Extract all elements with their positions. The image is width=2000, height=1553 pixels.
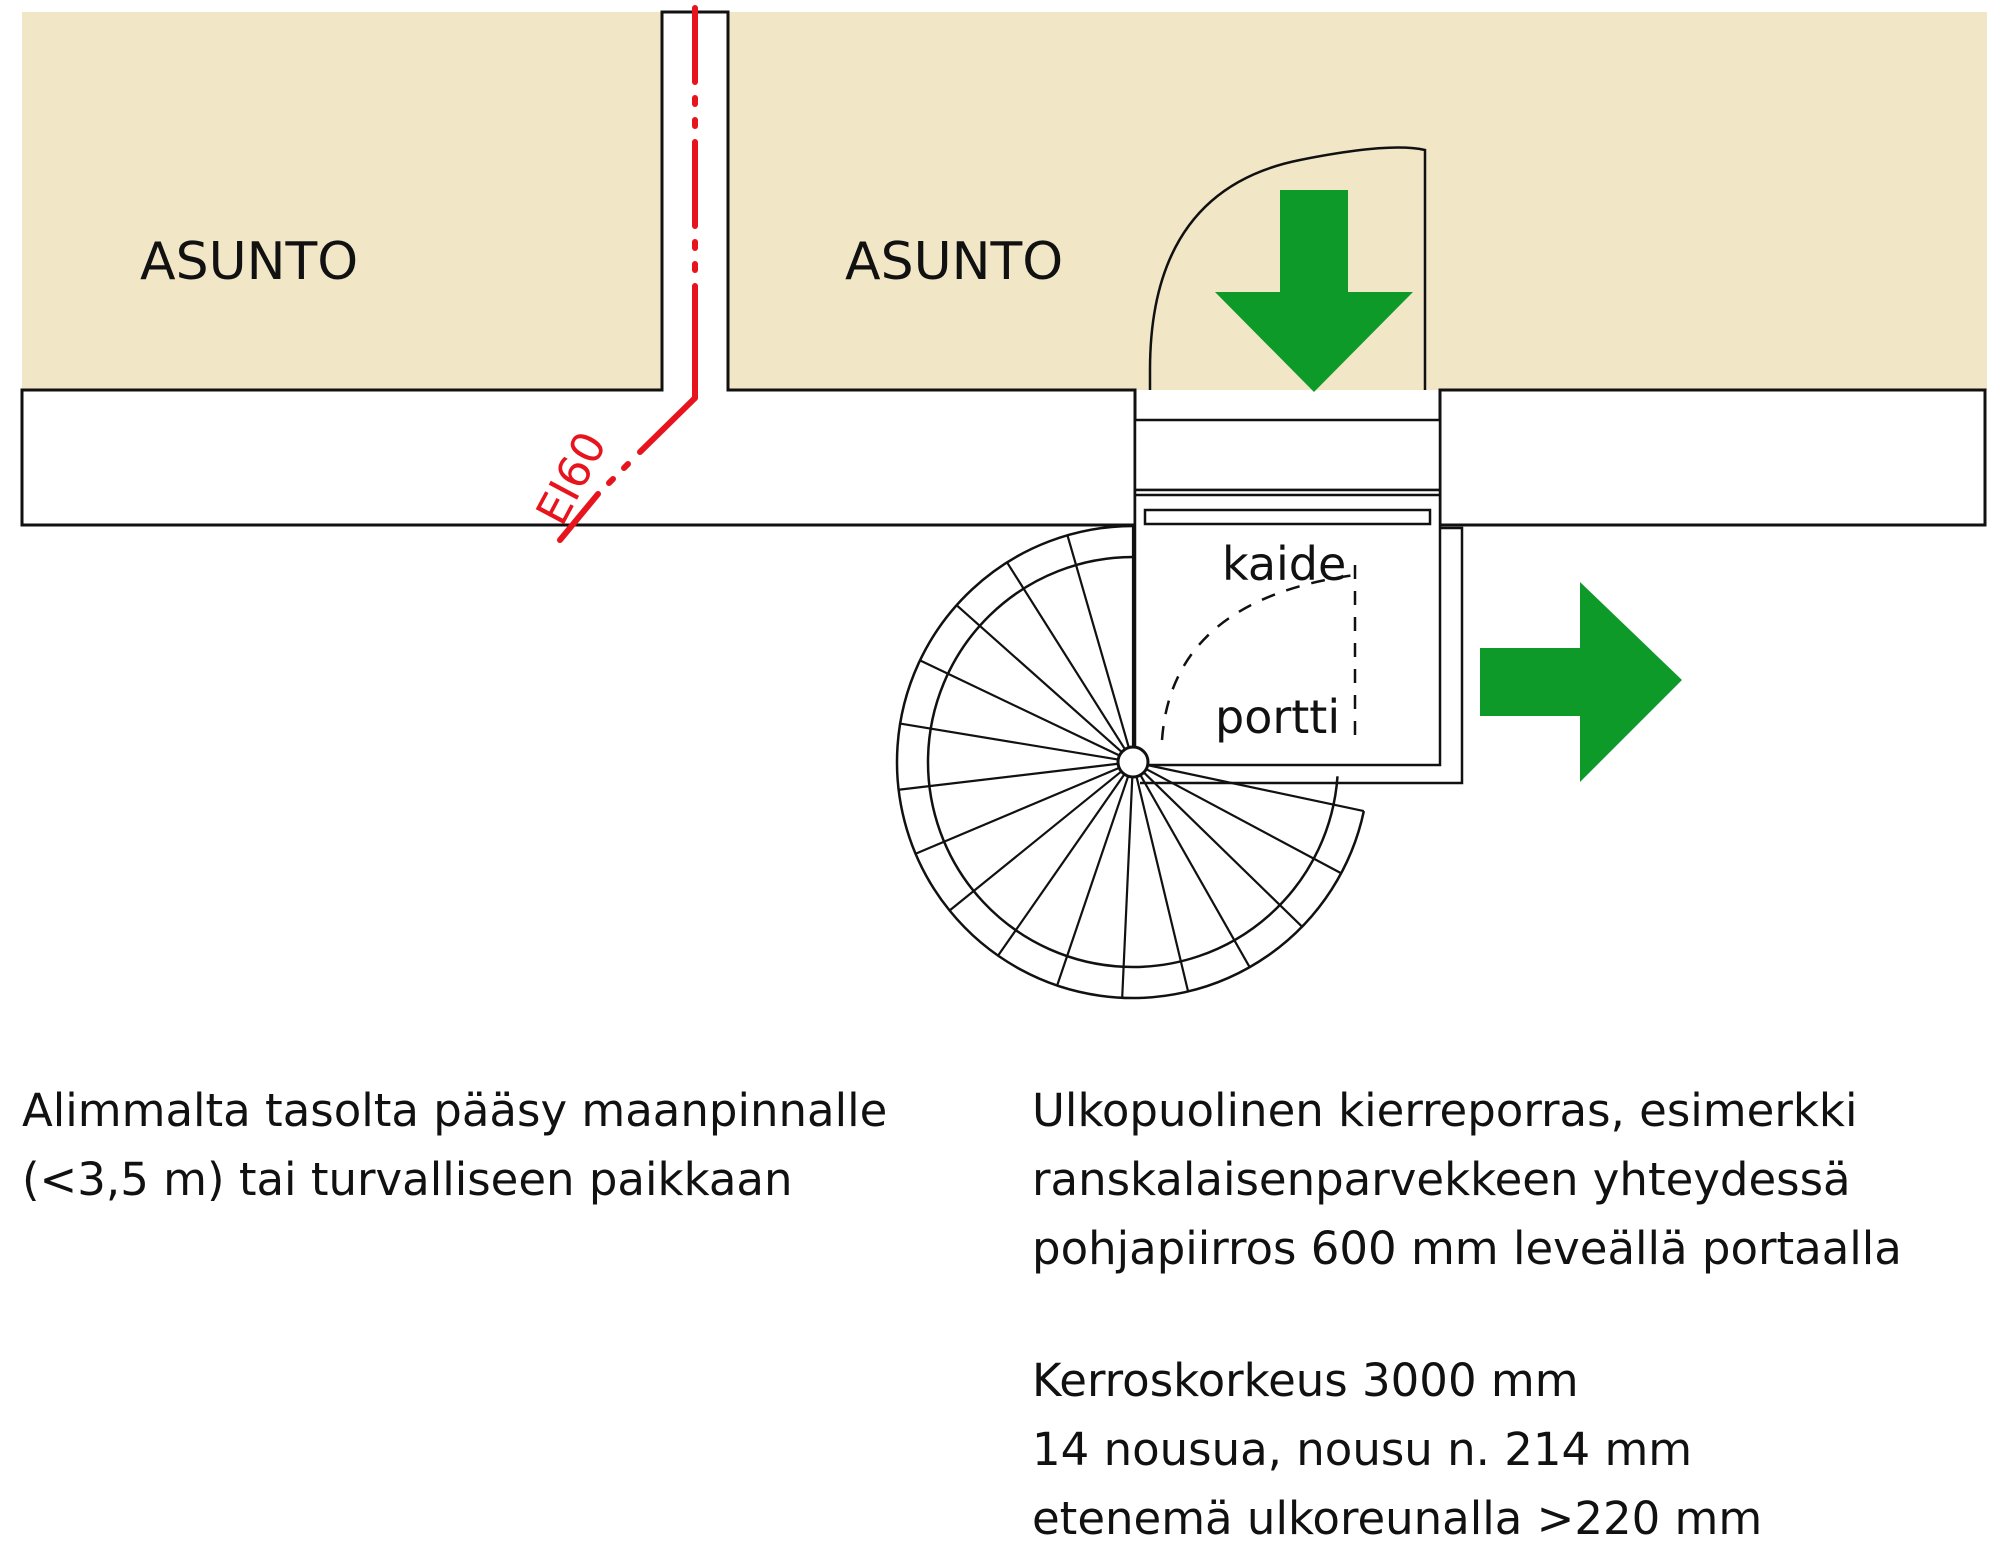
- stair-tread: [1145, 768, 1342, 875]
- stair-tread: [1135, 776, 1190, 992]
- stair-tread: [899, 722, 1119, 761]
- stair-tread: [915, 766, 1120, 855]
- stair-tread: [898, 762, 1119, 791]
- apartment-label-left: ASUNTO: [140, 232, 358, 292]
- stair-spec-line3: etenemä ulkoreunalla >220 mm: [1032, 1492, 1763, 1545]
- evacuation-note-line1: Alimmalta tasolta pääsy maanpinnalle: [22, 1084, 888, 1137]
- stair-tread: [997, 773, 1126, 957]
- stair-handrail: [926, 555, 1339, 969]
- stair-tread: [1056, 775, 1130, 986]
- apartment-label-right: ASUNTO: [845, 232, 1063, 292]
- evacuation-note-line2: (<3,5 m) tai turvalliseen paikkaan: [22, 1153, 793, 1206]
- stair-tread: [1066, 534, 1130, 748]
- stair-tread: [1006, 561, 1126, 750]
- railing-label: kaide: [1222, 537, 1346, 591]
- wall-right-segment: [1438, 388, 1987, 527]
- apartment-area: [22, 12, 1987, 390]
- stair-tread: [1121, 776, 1134, 998]
- stair-description-line2: ranskalaisenparvekkeen yhteydessä: [1032, 1153, 1851, 1206]
- stair-center-post: [1116, 745, 1150, 779]
- door-swing: [1148, 146, 1427, 390]
- exterior-wall: [20, 10, 1987, 527]
- stair-specification: Kerroskorkeus 3000 mm 14 nousua, nousu n…: [1032, 1346, 1762, 1553]
- gate-label: portti: [1215, 690, 1340, 744]
- stair-spec-line1: Kerroskorkeus 3000 mm: [1032, 1354, 1579, 1407]
- stair-tread: [919, 659, 1120, 757]
- stair-tread: [955, 604, 1123, 753]
- stair-description-line1: Ulkopuolinen kierreporras, esimerkki: [1032, 1084, 1858, 1137]
- stair-description-line3: pohjapiirros 600 mm leveällä portaalla: [1032, 1222, 1902, 1275]
- stair-outer-edge: [895, 524, 1366, 1000]
- stair-description: Ulkopuolinen kierreporras, esimerkki ran…: [1032, 1076, 1902, 1283]
- exit-down-arrow: [1215, 190, 1413, 392]
- balcony-landing: [1133, 493, 1464, 785]
- fire-wall-line: [557, 5, 698, 543]
- spiral-stair: [895, 524, 1366, 1000]
- exit-right-arrow: [1480, 582, 1682, 782]
- gate-swing: [1160, 565, 1357, 741]
- stair-spec-line2: 14 nousua, nousu n. 214 mm: [1032, 1423, 1693, 1476]
- stair-tread: [948, 770, 1123, 912]
- stair-tread: [1139, 774, 1251, 968]
- evacuation-note: Alimmalta tasolta pääsy maanpinnalle (<3…: [22, 1076, 887, 1214]
- stair-tread: [1142, 771, 1303, 928]
- stair-tread: [1147, 764, 1365, 813]
